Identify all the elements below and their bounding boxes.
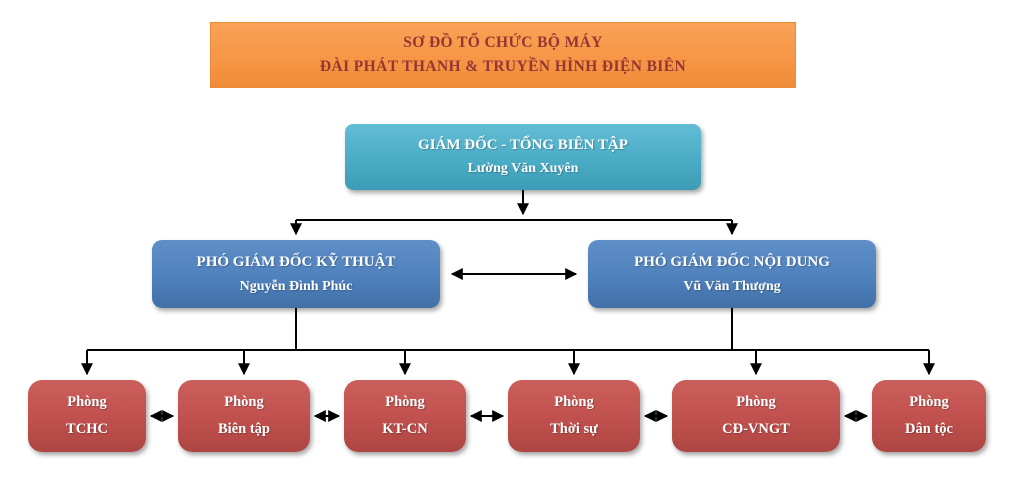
department-box-kt-cn: Phòng KT-CN (344, 380, 466, 452)
deputy-content-name: Vũ Văn Thượng (683, 278, 781, 294)
department-label: Phòng (67, 394, 107, 411)
department-name: KT-CN (382, 420, 428, 437)
director-name: Lường Văn Xuyên (467, 161, 579, 177)
department-name: TCHC (66, 420, 108, 437)
department-box-tchc: Phòng TCHC (28, 380, 146, 452)
department-box-dan-toc: Phòng Dân tộc (872, 380, 986, 452)
deputy-technical-box: PHÓ GIÁM ĐỐC KỸ THUẬT Nguyễn Đình Phúc (152, 240, 440, 308)
department-label: Phòng (554, 394, 594, 411)
deputy-technical-name: Nguyễn Đình Phúc (239, 278, 353, 294)
deputy-technical-title: PHÓ GIÁM ĐỐC KỸ THUẬT (196, 253, 396, 270)
deputy-content-box: PHÓ GIÁM ĐỐC NỘI DUNG Vũ Văn Thượng (588, 240, 876, 308)
department-name: Thời sự (550, 420, 598, 437)
department-label: Phòng (909, 394, 949, 411)
department-name: CĐ-VNGT (722, 420, 790, 437)
department-box-thoi-su: Phòng Thời sự (508, 380, 640, 452)
department-name: Dân tộc (905, 420, 953, 437)
department-label: Phòng (224, 394, 264, 411)
department-label: Phòng (385, 394, 425, 411)
chart-title-box: SƠ ĐỒ TỔ CHỨC BỘ MÁY ĐÀI PHÁT THANH & TR… (210, 22, 796, 88)
director-box: GIÁM ĐỐC - TỔNG BIÊN TẬP Lường Văn Xuyên (345, 124, 701, 190)
department-box-cd-vngt: Phòng CĐ-VNGT (672, 380, 840, 452)
chart-title-line2: ĐÀI PHÁT THANH & TRUYỀN HÌNH ĐIỆN BIÊN (319, 58, 687, 75)
deputy-content-title: PHÓ GIÁM ĐỐC NỘI DUNG (634, 253, 830, 270)
director-title: GIÁM ĐỐC - TỔNG BIÊN TẬP (418, 137, 628, 154)
chart-title-line1: SƠ ĐỒ TỔ CHỨC BỘ MÁY (403, 34, 603, 52)
department-box-bien-tap: Phòng Biên tập (178, 380, 310, 452)
department-label: Phòng (736, 394, 776, 411)
department-name: Biên tập (218, 420, 270, 437)
